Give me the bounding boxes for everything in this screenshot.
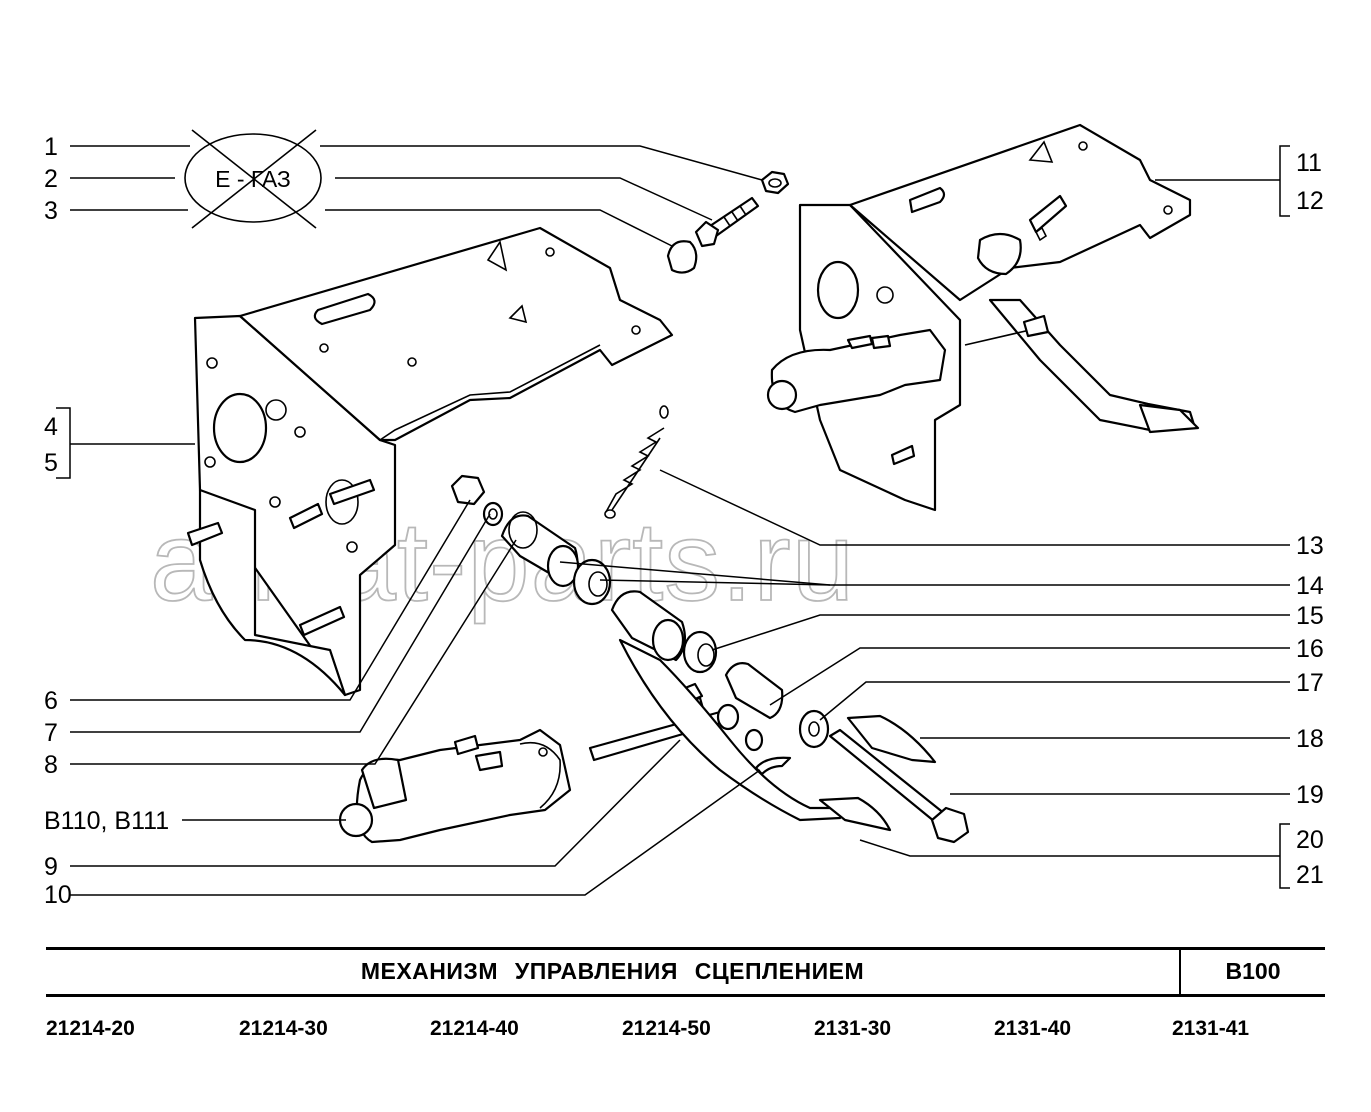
callout-labels: 1 2 3 4 5 6 7 8 B110, B111 9 10 11 12 13… — [44, 133, 1324, 909]
bolt-part-19 — [828, 728, 970, 844]
cap-part-3 — [666, 240, 698, 274]
bushing-part-8 — [500, 511, 580, 588]
callout-16: 16 — [1296, 635, 1324, 663]
bushing-part-15 — [682, 630, 718, 674]
model-item: 2131-41 — [1172, 1017, 1250, 1040]
pedal-assembly-right — [766, 123, 1200, 512]
pedal-pad-part-18 — [846, 714, 937, 764]
model-list: 21214-20 21214-30 21214-40 21214-50 2131… — [46, 1017, 1325, 1047]
master-cylinder-b110-b111 — [338, 728, 572, 844]
callout-18: 18 — [1296, 725, 1324, 753]
bolt-part-2 — [694, 196, 760, 248]
callout-10: 10 — [44, 881, 72, 909]
sleeve-part-14 — [610, 590, 687, 662]
pedal-bracket-left — [186, 226, 674, 697]
bushing-part-14 — [572, 558, 612, 606]
callout-8: 8 — [44, 751, 58, 779]
callout-15: 15 — [1296, 602, 1324, 630]
callout-b110-b111: B110, B111 — [44, 807, 169, 835]
small-washer-part — [744, 728, 764, 752]
callout-9: 9 — [44, 853, 58, 881]
spacer-part-16 — [724, 662, 784, 720]
callout-3: 3 — [44, 197, 58, 225]
title-divider — [1179, 950, 1181, 994]
callout-6: 6 — [44, 687, 58, 715]
nut-part-1 — [760, 170, 790, 195]
model-item: 21214-20 — [46, 1017, 135, 1040]
callout-12: 12 — [1296, 187, 1324, 215]
callout-5: 5 — [44, 449, 58, 477]
washer-part-7 — [482, 501, 504, 527]
nut-part-6 — [450, 474, 486, 506]
page-title: МЕХАНИЗМ УПРАВЛЕНИЯ СЦЕПЛЕНИЕМ — [360, 958, 865, 984]
stamp-text: E - ГАЗ — [215, 166, 291, 192]
callout-4: 4 — [44, 413, 58, 441]
callout-11: 11 — [1296, 149, 1322, 177]
model-item: 2131-30 — [814, 1017, 892, 1040]
callout-20: 20 — [1296, 826, 1324, 854]
callout-14: 14 — [1296, 572, 1324, 600]
spring-part-13 — [604, 405, 669, 519]
callout-13: 13 — [1296, 532, 1324, 560]
clutch-mechanism-diagram: ansat-parts.ru E - ГАЗ — [44, 123, 1324, 909]
clutch-pedal-part-20 — [618, 638, 892, 832]
callout-2: 2 — [44, 165, 58, 193]
cotter-pin-part-10 — [754, 756, 792, 776]
page-code: B100 — [1225, 958, 1281, 984]
crossed-out-stamp: E - ГАЗ — [184, 129, 322, 229]
model-item: 21214-50 — [622, 1017, 711, 1040]
leader-lines — [56, 145, 1290, 896]
model-item: 21214-40 — [430, 1017, 519, 1040]
callout-7: 7 — [44, 719, 58, 747]
title-block: МЕХАНИЗМ УПРАВЛЕНИЯ СЦЕПЛЕНИЕМ B100 — [46, 947, 1325, 997]
model-item: 21214-30 — [239, 1017, 328, 1040]
callout-21: 21 — [1296, 861, 1324, 889]
model-item: 2131-40 — [994, 1017, 1072, 1040]
callout-19: 19 — [1296, 781, 1324, 809]
callout-17: 17 — [1296, 669, 1324, 697]
callout-1: 1 — [44, 133, 58, 161]
